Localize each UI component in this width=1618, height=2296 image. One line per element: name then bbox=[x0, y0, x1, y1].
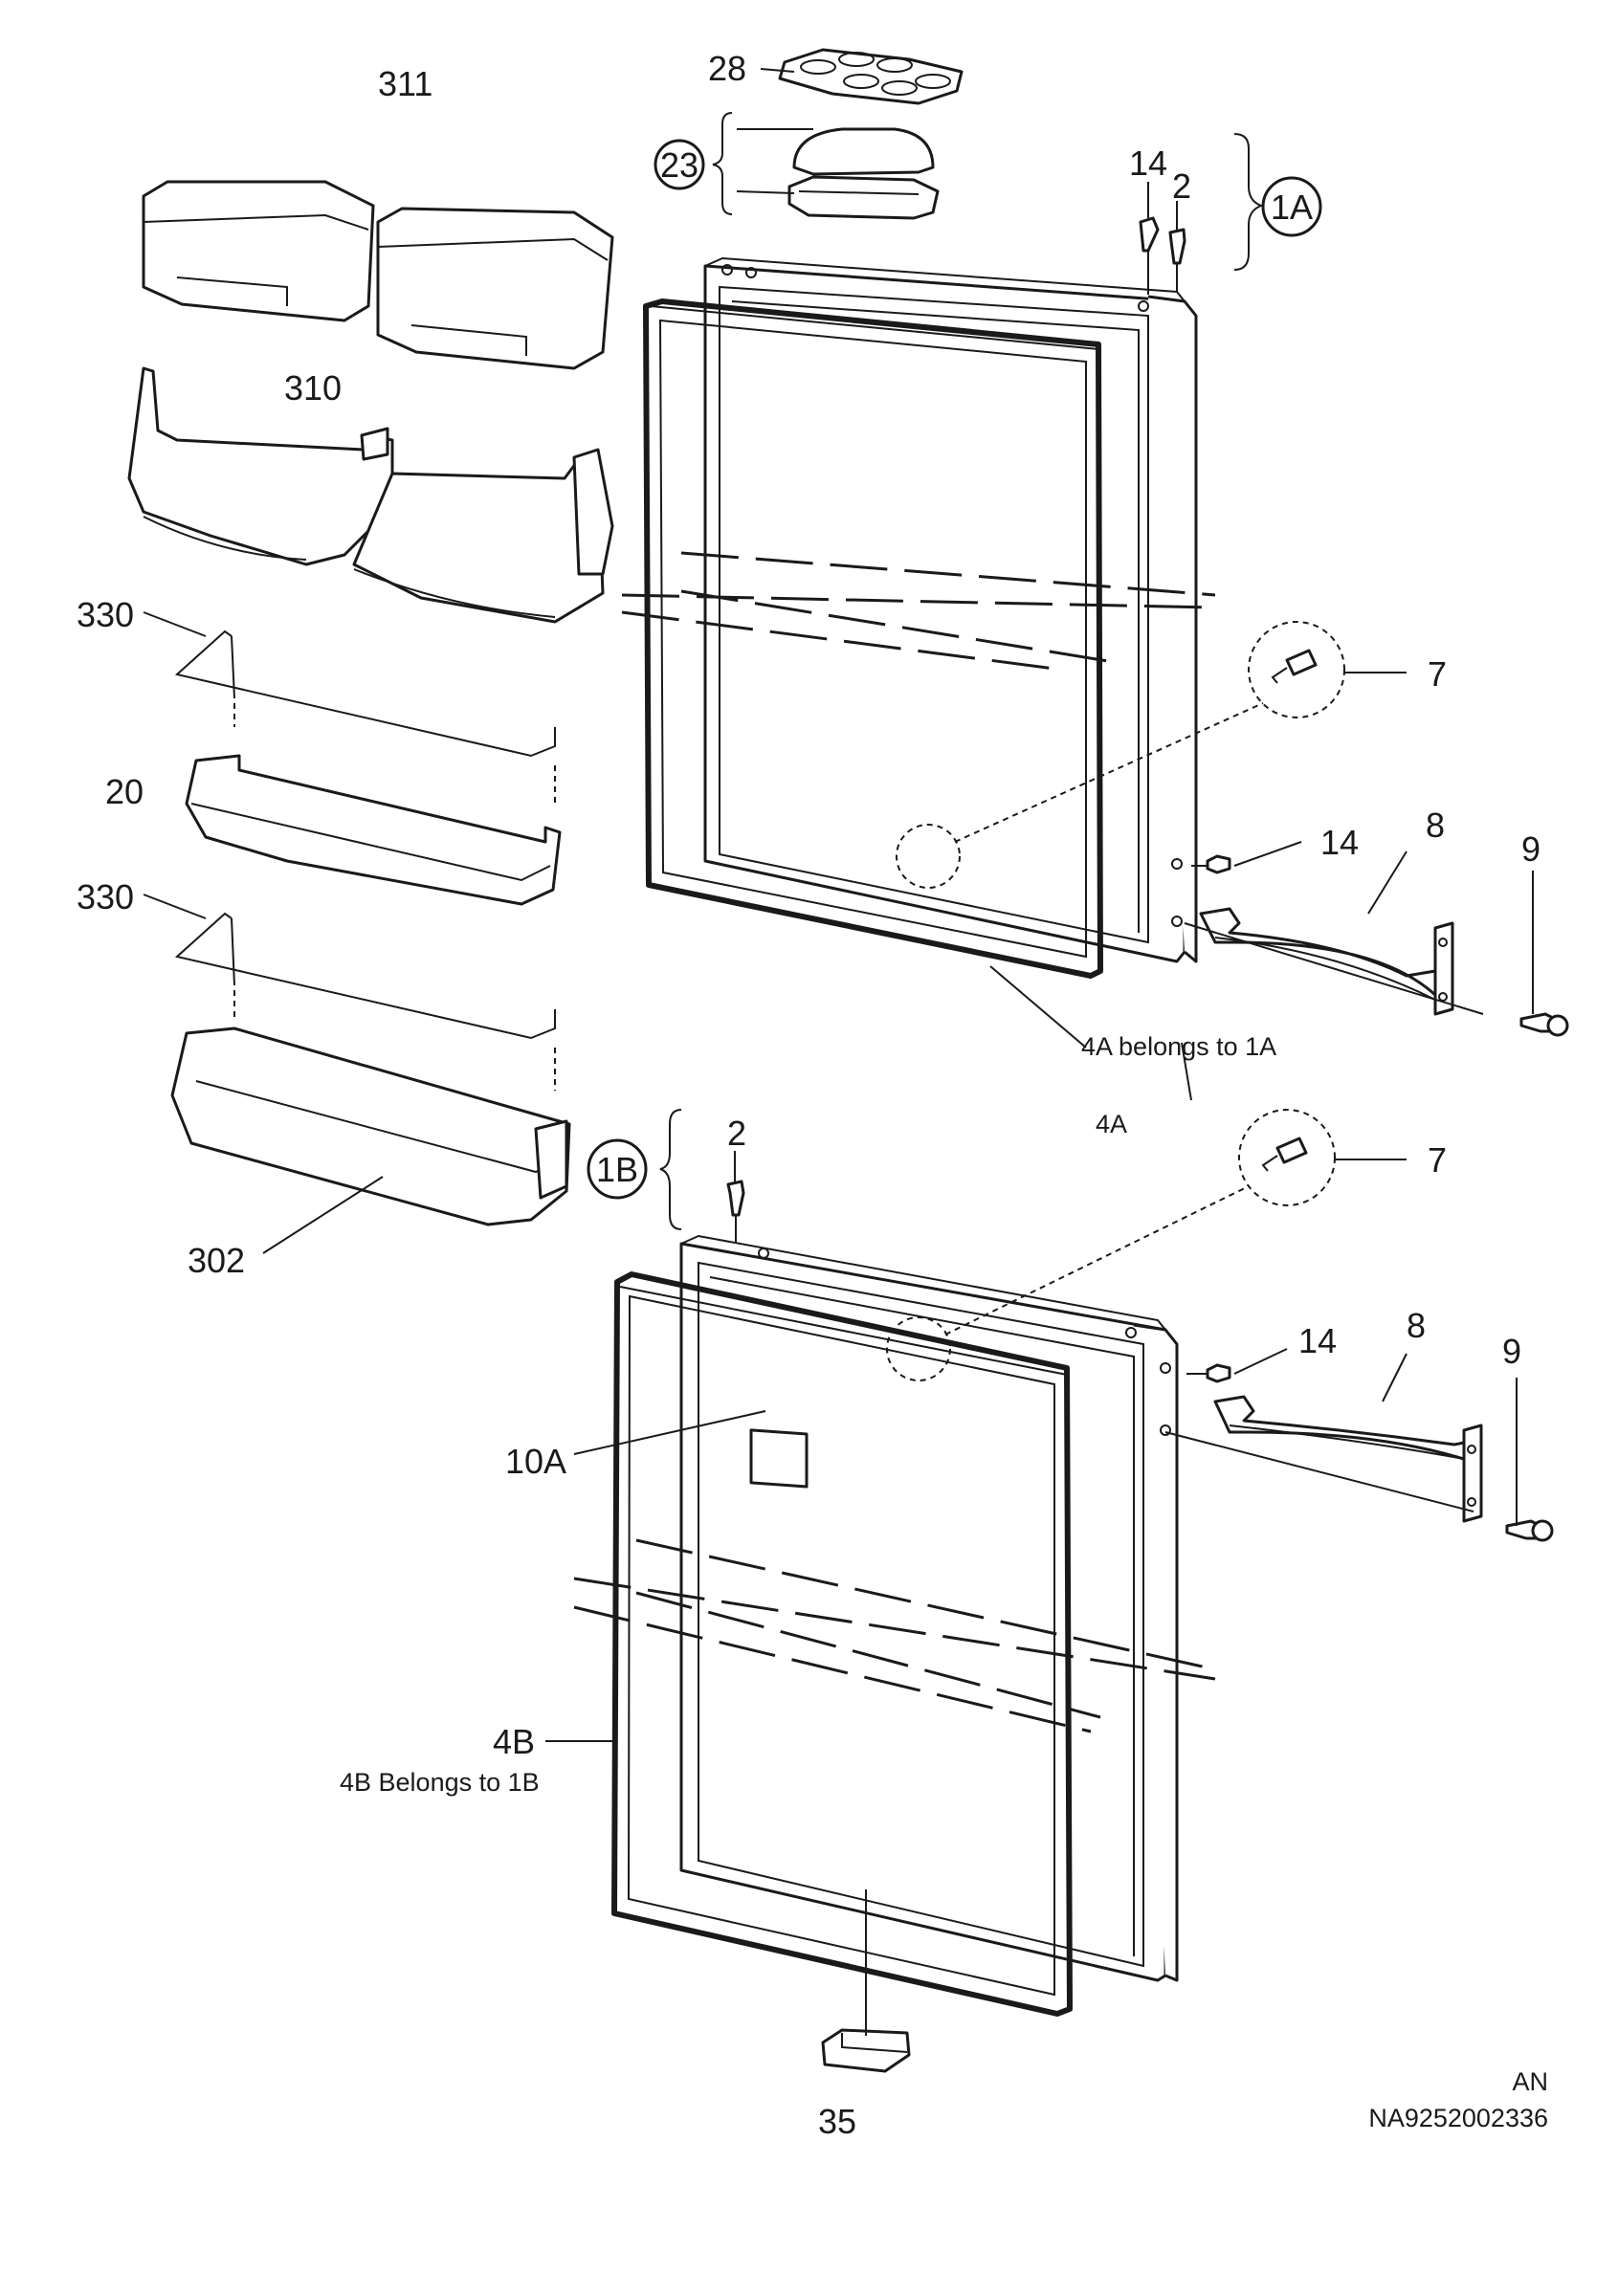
detail-circle-7-lower bbox=[886, 1109, 1336, 1381]
label-311: 311 bbox=[378, 64, 432, 103]
door-bin-310 bbox=[127, 366, 614, 624]
label-10A: 10A bbox=[505, 1442, 566, 1481]
screw-2-lower bbox=[726, 1180, 745, 1244]
label-8-lower: 8 bbox=[1407, 1306, 1426, 1345]
cap-35 bbox=[821, 2028, 911, 2073]
badge-1A bbox=[1261, 176, 1322, 237]
label-330-lower: 330 bbox=[77, 877, 134, 916]
glass-break-lines-1A bbox=[621, 551, 1216, 672]
wire-rail-330-upper bbox=[174, 629, 556, 804]
label-23: 23 bbox=[660, 145, 698, 185]
label-9-upper: 9 bbox=[1521, 829, 1540, 869]
label-2-lower: 2 bbox=[727, 1114, 746, 1153]
diagram-code: NA9252002336 bbox=[1368, 2104, 1548, 2132]
screw-9-upper bbox=[1519, 1012, 1569, 1037]
gasket-4B bbox=[611, 1271, 1073, 2017]
dairy-covers-311 bbox=[142, 180, 614, 370]
detail-circle-7-upper bbox=[896, 621, 1345, 889]
label-AN: AN bbox=[1512, 2067, 1548, 2096]
badge-1B bbox=[587, 1138, 648, 1200]
label-9-lower: 9 bbox=[1502, 1332, 1521, 1371]
shelf-302 bbox=[170, 1027, 571, 1226]
bracket-1B bbox=[659, 1109, 682, 1230]
label-2-top: 2 bbox=[1172, 166, 1191, 206]
label-7-lower: 7 bbox=[1428, 1140, 1447, 1180]
label-330-upper: 330 bbox=[77, 595, 134, 634]
label-28: 28 bbox=[708, 49, 746, 88]
label-35: 35 bbox=[818, 2102, 856, 2141]
label-14-lower: 14 bbox=[1298, 1321, 1337, 1360]
shelf-20 bbox=[185, 754, 562, 906]
wire-rail-330-lower bbox=[174, 912, 556, 1091]
label-14-upper: 14 bbox=[1320, 823, 1359, 862]
label-1A: 1A bbox=[1271, 188, 1313, 227]
light-cover-23 bbox=[787, 127, 940, 220]
label-4B: 4B bbox=[493, 1722, 535, 1761]
label-8-upper: 8 bbox=[1426, 806, 1445, 845]
door-1A bbox=[703, 256, 1198, 963]
label-1B: 1B bbox=[596, 1150, 638, 1189]
hinge-pin-14-top bbox=[1139, 216, 1160, 295]
label-310: 310 bbox=[284, 368, 342, 408]
handle-8-lower bbox=[1186, 1363, 1483, 1523]
label-4A: 4A bbox=[1096, 1110, 1127, 1138]
bracket-1A bbox=[1233, 133, 1264, 271]
bracket-23 bbox=[712, 112, 733, 215]
glass-break-lines-1B bbox=[573, 1538, 1216, 1733]
badge-23 bbox=[654, 139, 705, 190]
gasket-4A bbox=[643, 298, 1103, 979]
label-7-upper: 7 bbox=[1428, 654, 1447, 694]
note-4A: 4A belongs to 1A bbox=[1081, 1032, 1276, 1061]
handle-8-upper bbox=[1191, 854, 1454, 1016]
note-4B: 4B Belongs to 1B bbox=[340, 1768, 540, 1797]
label-20: 20 bbox=[105, 772, 144, 811]
label-302: 302 bbox=[188, 1241, 245, 1280]
leader-lines bbox=[143, 68, 1534, 2036]
label-14-top: 14 bbox=[1129, 144, 1167, 183]
door-1B bbox=[679, 1234, 1179, 1982]
screw-9-lower bbox=[1505, 1519, 1554, 1542]
screw-2-top bbox=[1168, 228, 1186, 292]
egg-tray-28 bbox=[778, 48, 964, 105]
